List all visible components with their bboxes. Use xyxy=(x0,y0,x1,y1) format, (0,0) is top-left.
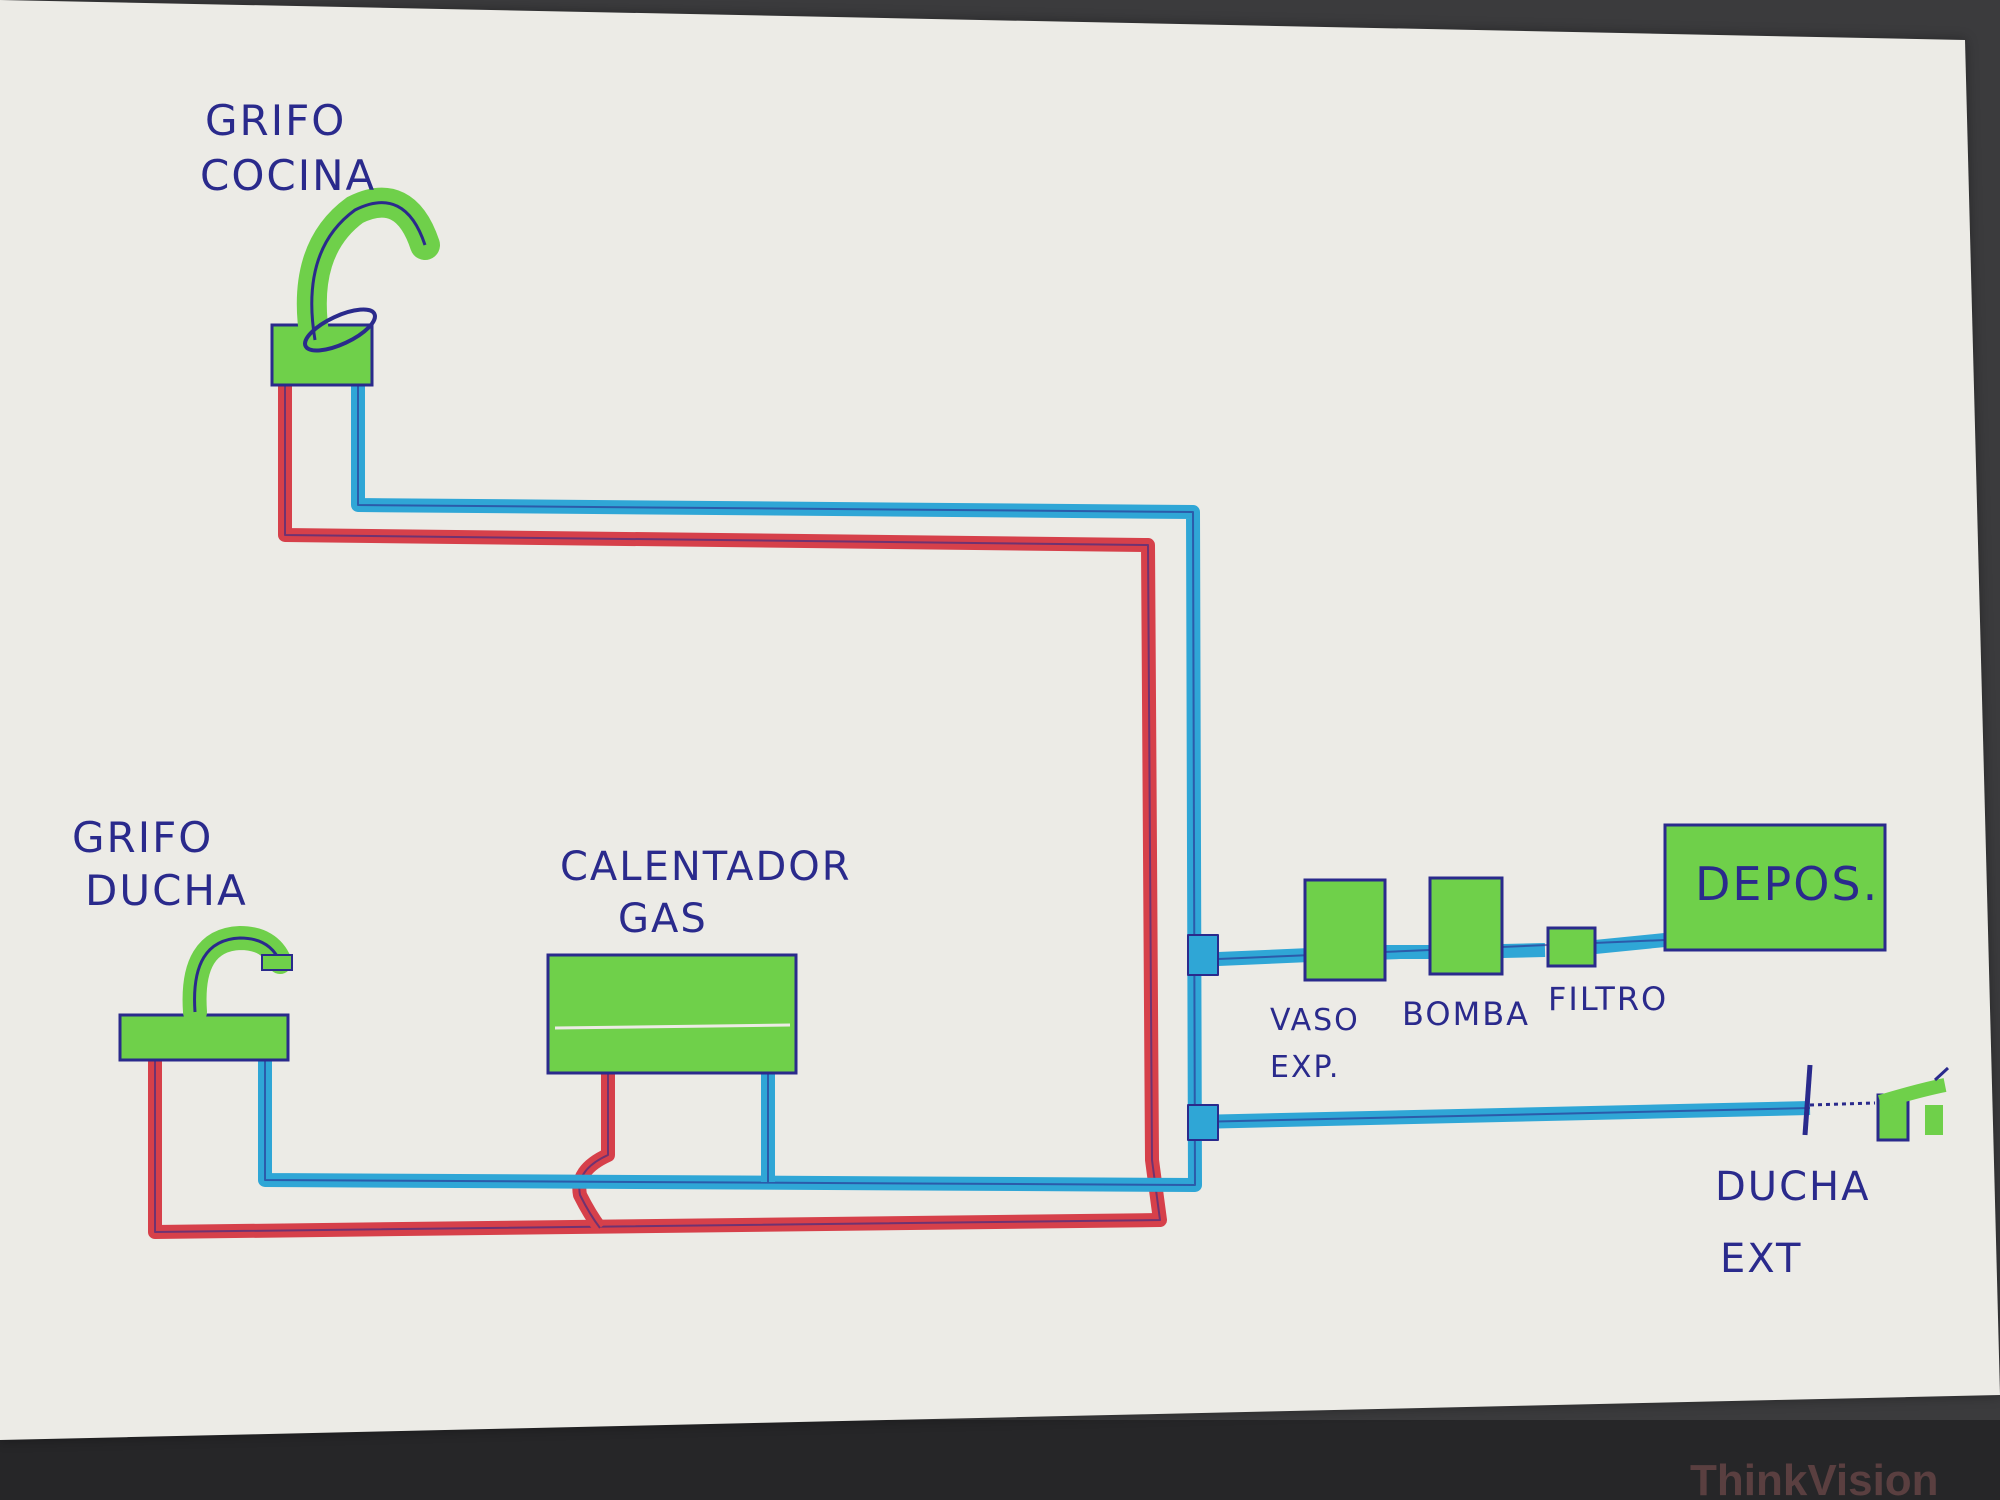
shower-faucet xyxy=(118,925,293,1062)
label-deposito: DEPOS. xyxy=(1695,857,1879,911)
monitor-bezel xyxy=(0,1420,2000,1500)
pump xyxy=(1428,876,1504,976)
ducha-ext-line-2: EXT xyxy=(1720,1236,1802,1282)
grifo-ducha-line-2: DUCHA xyxy=(85,866,248,915)
expansion-vessel xyxy=(1303,878,1387,982)
paper-sheet xyxy=(0,0,2000,1440)
water-tank xyxy=(1663,823,1887,952)
monitor-brand-logo: ThinkVision xyxy=(1690,1456,1939,1500)
outdoor-shower xyxy=(1802,1064,1950,1142)
calentador-line-2: GAS xyxy=(618,896,708,942)
label-calentador: CALENTADOR GAS xyxy=(560,844,852,942)
ducha-ext-line-1: DUCHA xyxy=(1715,1164,1870,1210)
label-grifo-ducha: GRIFO DUCHA xyxy=(72,813,248,915)
kitchen-faucet xyxy=(270,187,440,387)
vaso-line-2: EXP. xyxy=(1270,1050,1340,1085)
grifo-cocina-line-1: GRIFO xyxy=(205,96,346,145)
label-vaso-exp: VASO EXP. xyxy=(1270,1003,1360,1085)
gas-water-heater xyxy=(546,953,798,1075)
hot-water-pipes xyxy=(148,385,1167,1239)
label-filtro: FILTRO xyxy=(1548,980,1668,1018)
vaso-line-1: VASO xyxy=(1270,1003,1360,1038)
grifo-cocina-line-2: COCINA xyxy=(200,151,376,200)
grifo-ducha-line-1: GRIFO xyxy=(72,813,213,862)
label-bomba: BOMBA xyxy=(1402,995,1530,1033)
label-ducha-ext: DUCHA EXT xyxy=(1715,1164,1870,1282)
filter xyxy=(1546,926,1597,968)
calentador-line-1: CALENTADOR xyxy=(560,844,852,890)
label-grifo-cocina: GRIFO COCINA xyxy=(200,96,376,200)
